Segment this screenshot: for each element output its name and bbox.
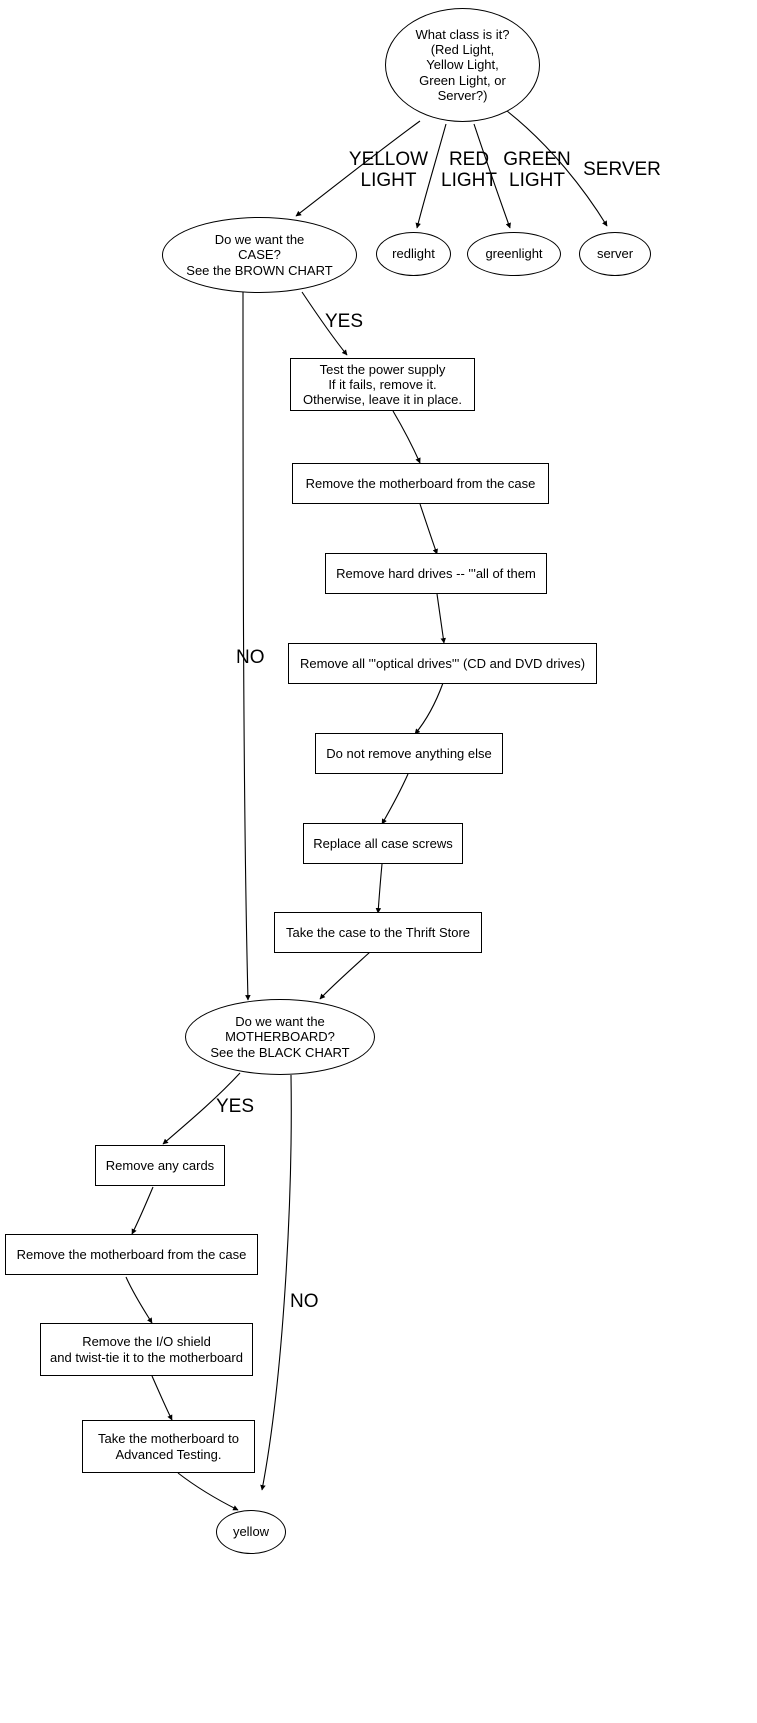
edge-label-server: SERVER	[583, 159, 661, 180]
node-remove-motherboard-2-label: Remove the motherboard from the case	[16, 1246, 247, 1262]
edge-label-red-light: RED LIGHT	[441, 149, 497, 191]
node-remove-optical-drives-label: Remove all '''optical drives''' (CD and …	[299, 655, 586, 671]
node-case-question-label: Do we want the CASE? See the BROWN CHART	[186, 232, 333, 278]
node-advanced-testing[interactable]: Take the motherboard to Advanced Testing…	[82, 1420, 255, 1473]
node-test-power-supply-label: Test the power supply If it fails, remov…	[303, 361, 462, 408]
node-replace-screws-label: Replace all case screws	[313, 835, 453, 851]
edge-label-yellow-light: YELLOW LIGHT	[348, 149, 429, 191]
edge-case-no	[242, 289, 251, 1001]
edge-label-case-no: NO	[236, 647, 265, 668]
node-test-power-supply[interactable]: Test the power supply If it fails, remov…	[290, 358, 475, 411]
node-motherboard-question-label: Do we want the MOTHERBOARD? See the BLAC…	[210, 1014, 350, 1060]
edge-label-motherboard-yes: YES	[216, 1096, 255, 1117]
node-thrift-store-label: Take the case to the Thrift Store	[285, 924, 471, 940]
edge-label-motherboard-no: NO	[290, 1291, 319, 1312]
node-remove-hard-drives[interactable]: Remove hard drives -- '''all of them	[325, 553, 547, 594]
node-replace-screws[interactable]: Replace all case screws	[303, 823, 463, 864]
node-remove-motherboard-1[interactable]: Remove the motherboard from the case	[292, 463, 549, 504]
node-server-label: server	[596, 246, 634, 262]
node-remove-motherboard-1-label: Remove the motherboard from the case	[305, 475, 536, 491]
node-greenlight-label: greenlight	[485, 246, 543, 262]
node-server[interactable]: server	[579, 232, 651, 276]
node-do-not-remove-label: Do not remove anything else	[326, 745, 492, 761]
node-remove-motherboard-2[interactable]: Remove the motherboard from the case	[5, 1234, 258, 1275]
node-yellow[interactable]: yellow	[216, 1510, 286, 1554]
node-motherboard-question[interactable]: Do we want the MOTHERBOARD? See the BLAC…	[185, 999, 375, 1075]
edge-label-green-light: GREEN LIGHT	[503, 149, 571, 191]
node-remove-optical-drives[interactable]: Remove all '''optical drives''' (CD and …	[288, 643, 597, 684]
node-io-shield-label: Remove the I/O shield and twist-tie it t…	[50, 1334, 243, 1365]
node-class-question-label: What class is it? (Red Light, Yellow Lig…	[415, 26, 510, 103]
node-do-not-remove[interactable]: Do not remove anything else	[315, 733, 503, 774]
node-redlight[interactable]: redlight	[376, 232, 451, 276]
node-greenlight[interactable]: greenlight	[467, 232, 561, 276]
node-case-question[interactable]: Do we want the CASE? See the BROWN CHART	[162, 217, 357, 293]
node-class-question[interactable]: What class is it? (Red Light, Yellow Lig…	[385, 8, 540, 122]
node-remove-any-cards-label: Remove any cards	[105, 1157, 215, 1173]
node-remove-hard-drives-label: Remove hard drives -- '''all of them	[336, 565, 536, 581]
node-redlight-label: redlight	[392, 246, 435, 262]
node-advanced-testing-label: Take the motherboard to Advanced Testing…	[98, 1431, 239, 1462]
node-remove-any-cards[interactable]: Remove any cards	[95, 1145, 225, 1186]
node-io-shield[interactable]: Remove the I/O shield and twist-tie it t…	[40, 1323, 253, 1376]
edge-label-case-yes: YES	[325, 311, 364, 332]
node-thrift-store[interactable]: Take the case to the Thrift Store	[274, 912, 482, 953]
node-yellow-label: yellow	[232, 1524, 270, 1540]
